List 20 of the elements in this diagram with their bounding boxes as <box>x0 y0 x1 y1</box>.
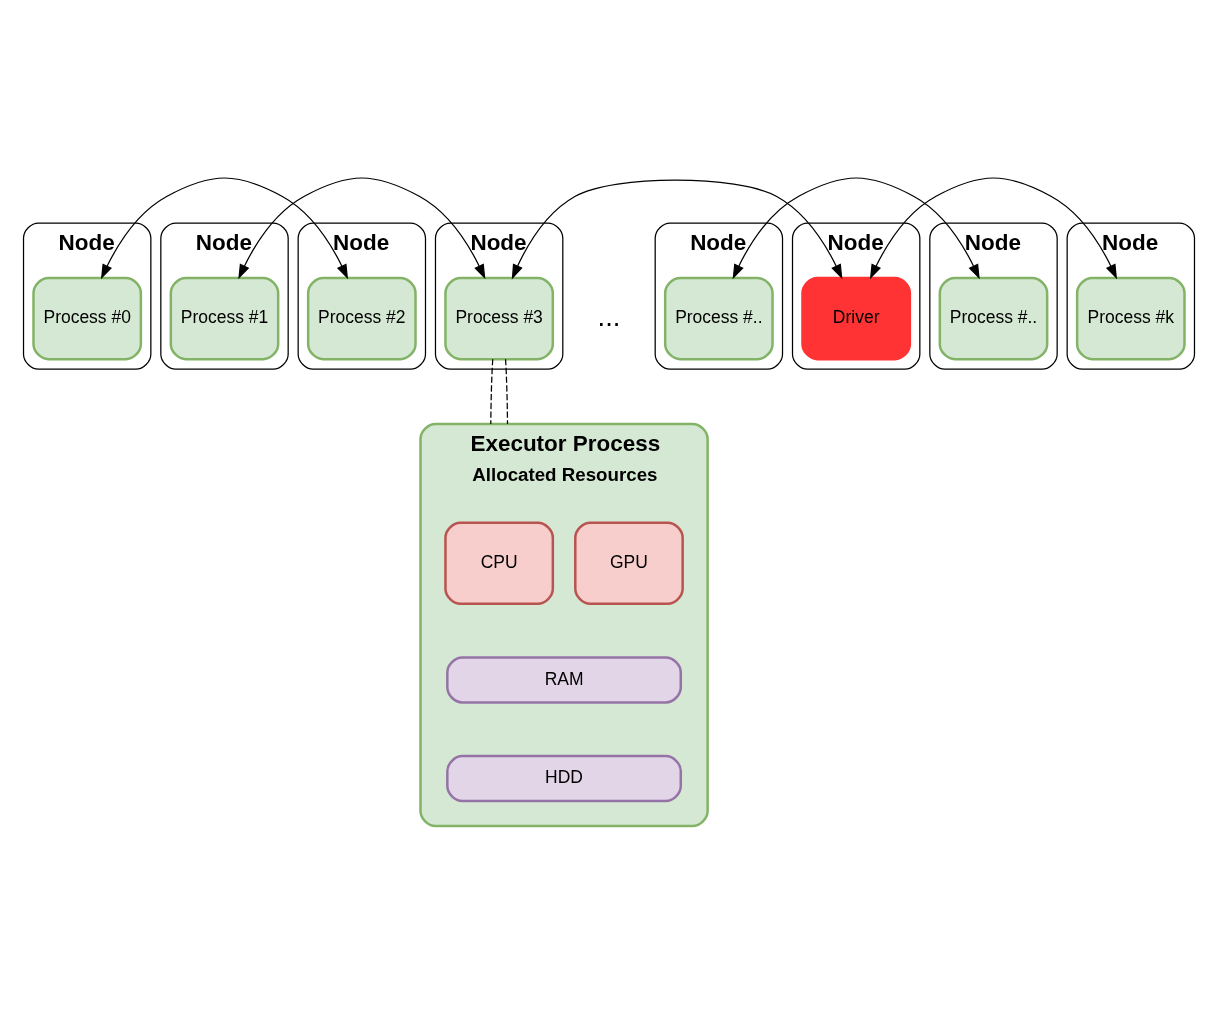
node-box: Process #3 <box>444 276 555 361</box>
node-box: RAM <box>446 656 683 704</box>
node-box: Process #.. <box>663 276 774 361</box>
connector <box>490 358 494 425</box>
connector <box>504 358 509 425</box>
arrow <box>511 179 843 280</box>
node-box: GPU <box>574 521 684 606</box>
arrow <box>238 177 486 280</box>
arrow <box>869 177 1118 280</box>
node-box: Process #2 <box>306 276 417 361</box>
arrow <box>732 177 980 280</box>
node-box: Process #.. <box>938 276 1049 361</box>
node-box: Process #1 <box>169 276 280 361</box>
node-box: Process #0 <box>32 276 143 361</box>
arrow <box>100 177 349 280</box>
node-box: HDD <box>446 754 683 803</box>
node-box: Driver <box>801 276 912 361</box>
node-box: CPU <box>444 521 555 606</box>
label: ... <box>597 300 621 332</box>
node-box: Process #k <box>1075 276 1186 361</box>
